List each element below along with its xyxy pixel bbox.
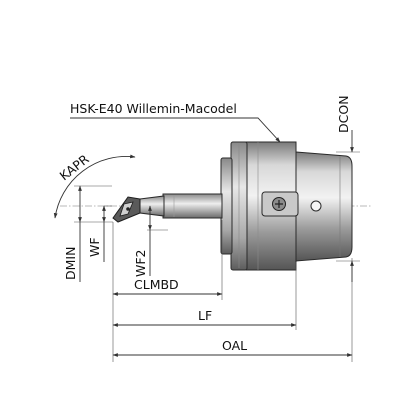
wf-dimension: WF (87, 205, 106, 262)
oal-dimension: OAL (112, 338, 353, 357)
wf2-label: WF2 (133, 249, 148, 277)
dmin-dimension: DMIN (63, 185, 82, 282)
oal-label: OAL (222, 338, 247, 353)
boring-bar-shaft (139, 193, 223, 219)
lf-label: LF (198, 308, 212, 323)
coolant-hole (310, 200, 322, 212)
hsk-taper-body (295, 151, 353, 262)
clmbd-dimension: CLMBD (112, 277, 223, 296)
dcon-label: DCON (336, 95, 351, 133)
holder-leader: HSK-E40 Willemin-Macodel (70, 101, 281, 143)
cutting-insert (112, 196, 141, 223)
flange (220, 141, 248, 271)
wf2-dimension: WF2 (133, 205, 152, 277)
clamping-collar (245, 141, 322, 271)
dmin-label: DMIN (63, 247, 78, 280)
wf-label: WF (87, 237, 102, 257)
holder-name-label: HSK-E40 Willemin-Macodel (70, 101, 237, 116)
clmbd-label: CLMBD (134, 277, 179, 292)
lf-dimension: LF (112, 308, 297, 327)
dcon-dimension: DCON (336, 95, 354, 282)
